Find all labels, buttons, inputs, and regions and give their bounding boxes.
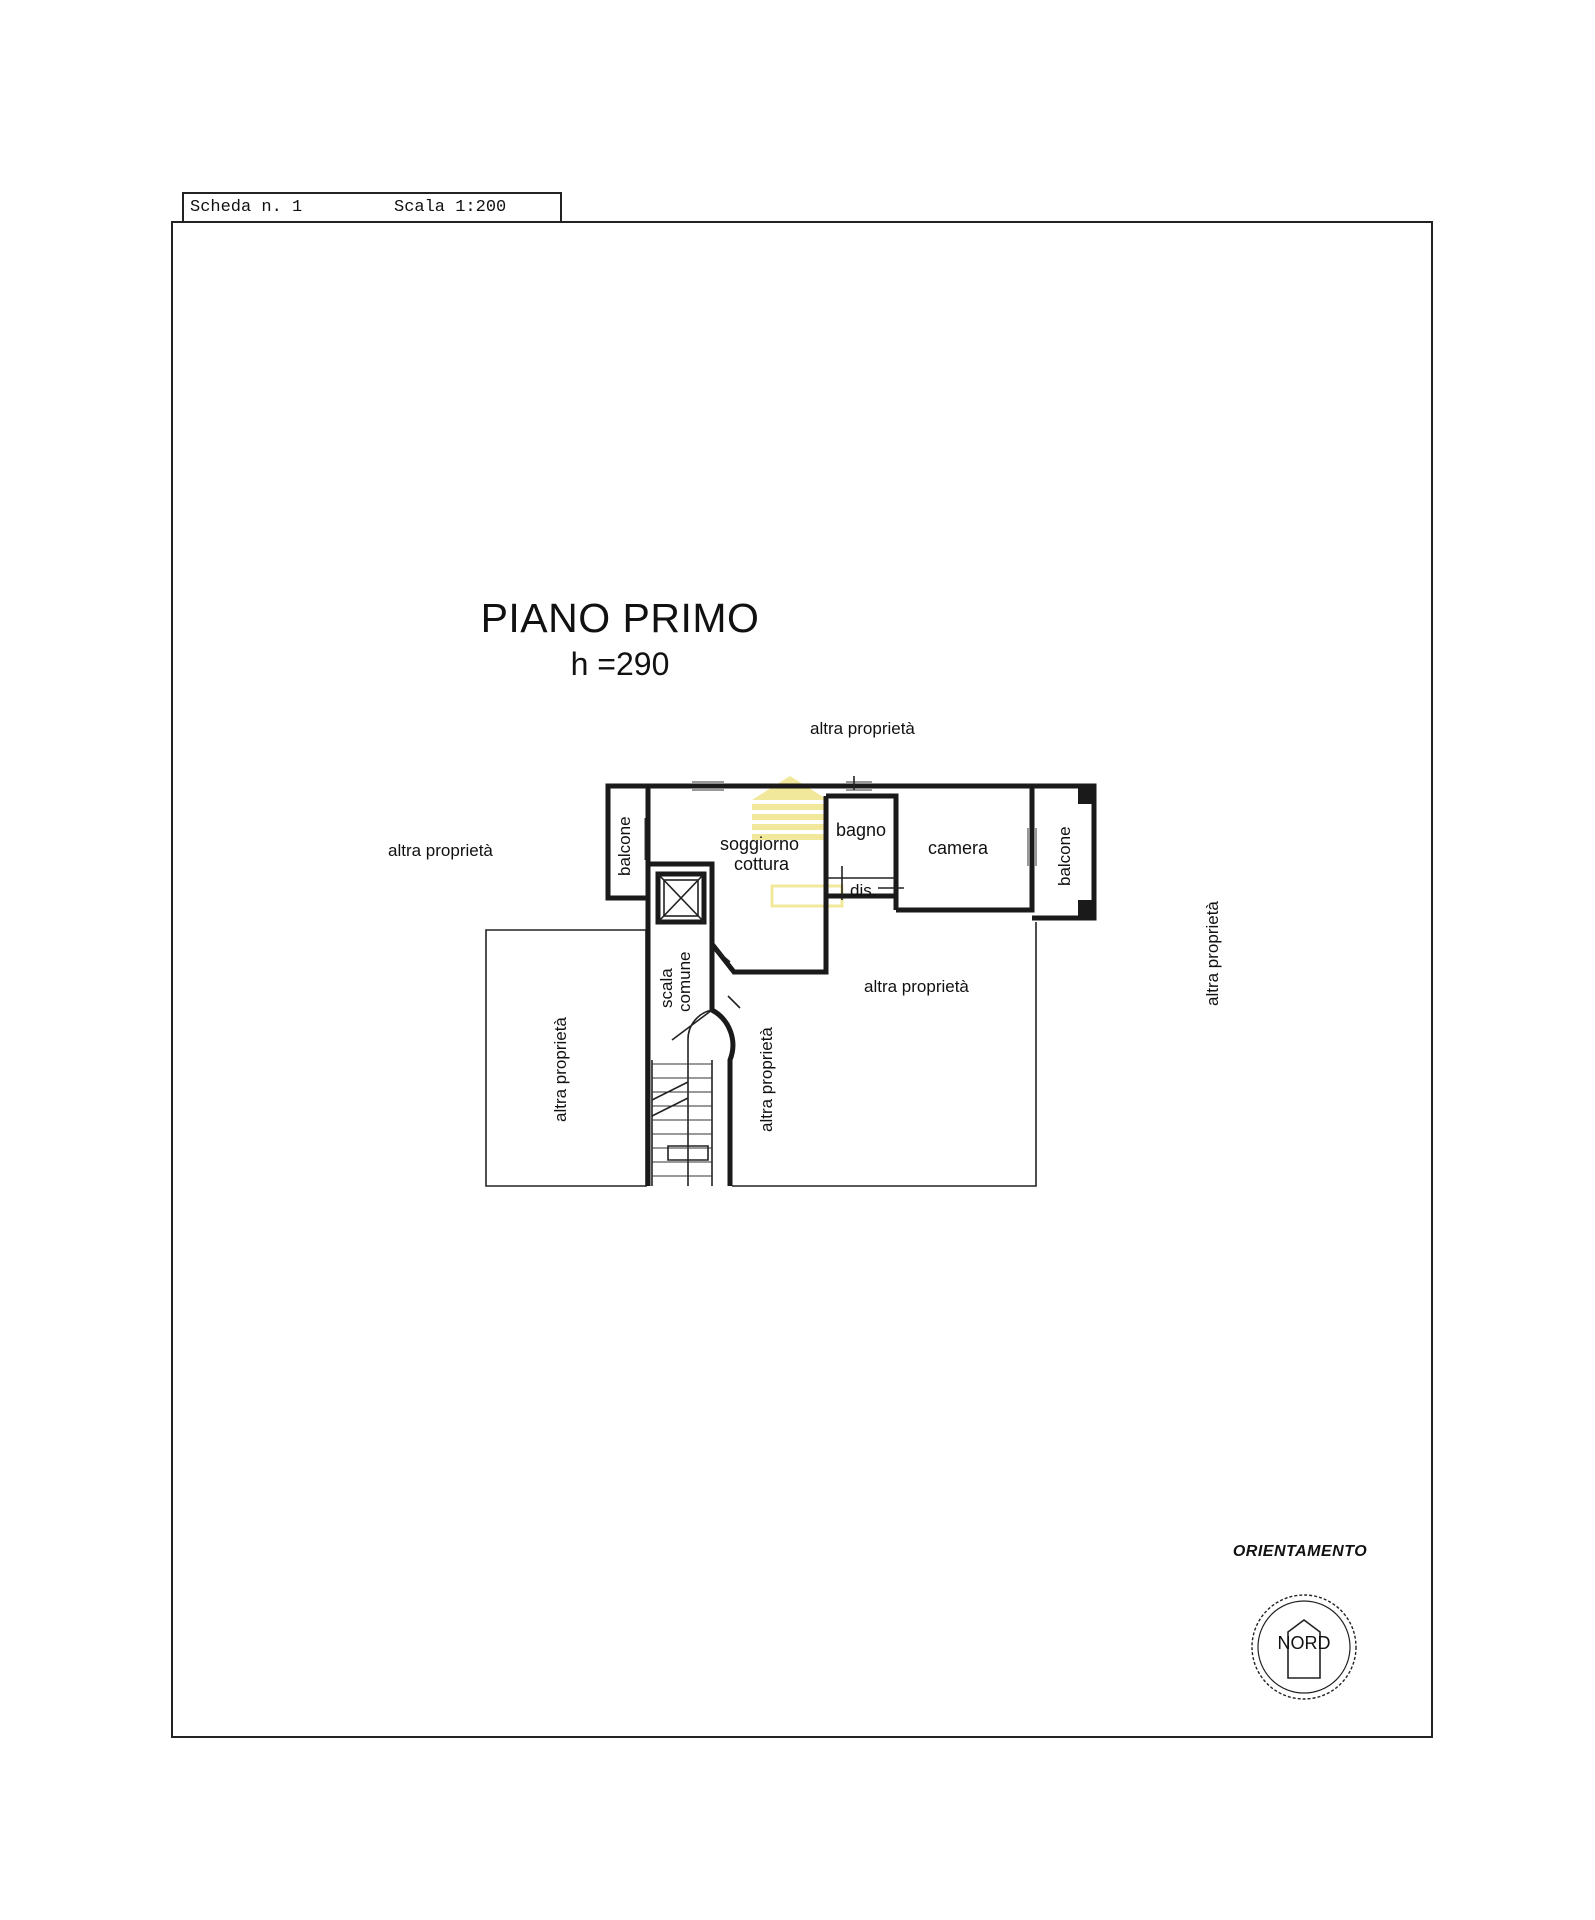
window-bagno (846, 781, 872, 791)
staircase (651, 1009, 713, 1186)
sheet-frame (171, 221, 1433, 1738)
lower-middle-property-outline (732, 922, 1037, 1187)
balcony-pillar-top (1078, 788, 1092, 804)
label-balcone-left: balcone (615, 816, 634, 876)
label-scala: scala (657, 968, 676, 1008)
openings (692, 776, 1037, 1009)
orientation-label: ORIENTAMENTO (1232, 1543, 1368, 1560)
label-comune: comune (675, 952, 694, 1012)
label-camera: camera (928, 838, 989, 858)
label-altra-right-vertical: altra proprietà (1203, 901, 1222, 1006)
window-camera (1027, 828, 1037, 866)
plan-height: h =290 (570, 646, 670, 682)
sheet-header-box: Scheda n. 1 Scala 1:200 (182, 192, 562, 222)
label-balcone-right: balcone (1055, 826, 1074, 886)
door-disimpegno (841, 866, 904, 900)
label-altra-left: altra proprietà (388, 841, 493, 860)
label-bagno: bagno (836, 820, 886, 840)
window-soggiorno (692, 781, 724, 791)
label-altra-lower-left-vertical: altra proprietà (551, 1017, 570, 1122)
door-stair-landing (715, 949, 731, 963)
label-altra-stair-side-vertical: altra proprietà (757, 1027, 776, 1132)
label-soggiorno: soggiorno (720, 834, 799, 854)
apartment-walls (645, 783, 1035, 1186)
scala-label: Scala 1:200 (394, 198, 507, 217)
north-label: NORD (1278, 1633, 1331, 1653)
north-arrow-icon (1287, 1619, 1321, 1679)
elevator-shaft (655, 871, 707, 925)
scheda-label: Scheda n. 1 (190, 198, 303, 217)
label-altra-middle: altra proprietà (864, 977, 969, 996)
balcony-pillar-bottom (1078, 900, 1092, 916)
plan-title: PIANO PRIMO (480, 595, 760, 641)
north-compass: NORD (1251, 1594, 1357, 1700)
label-altra-top: altra proprietà (810, 719, 915, 738)
door-stair-lower (727, 995, 741, 1009)
label-dis: dis. (850, 881, 876, 900)
label-cottura: cottura (734, 854, 790, 874)
right-balcony (1032, 783, 1097, 921)
